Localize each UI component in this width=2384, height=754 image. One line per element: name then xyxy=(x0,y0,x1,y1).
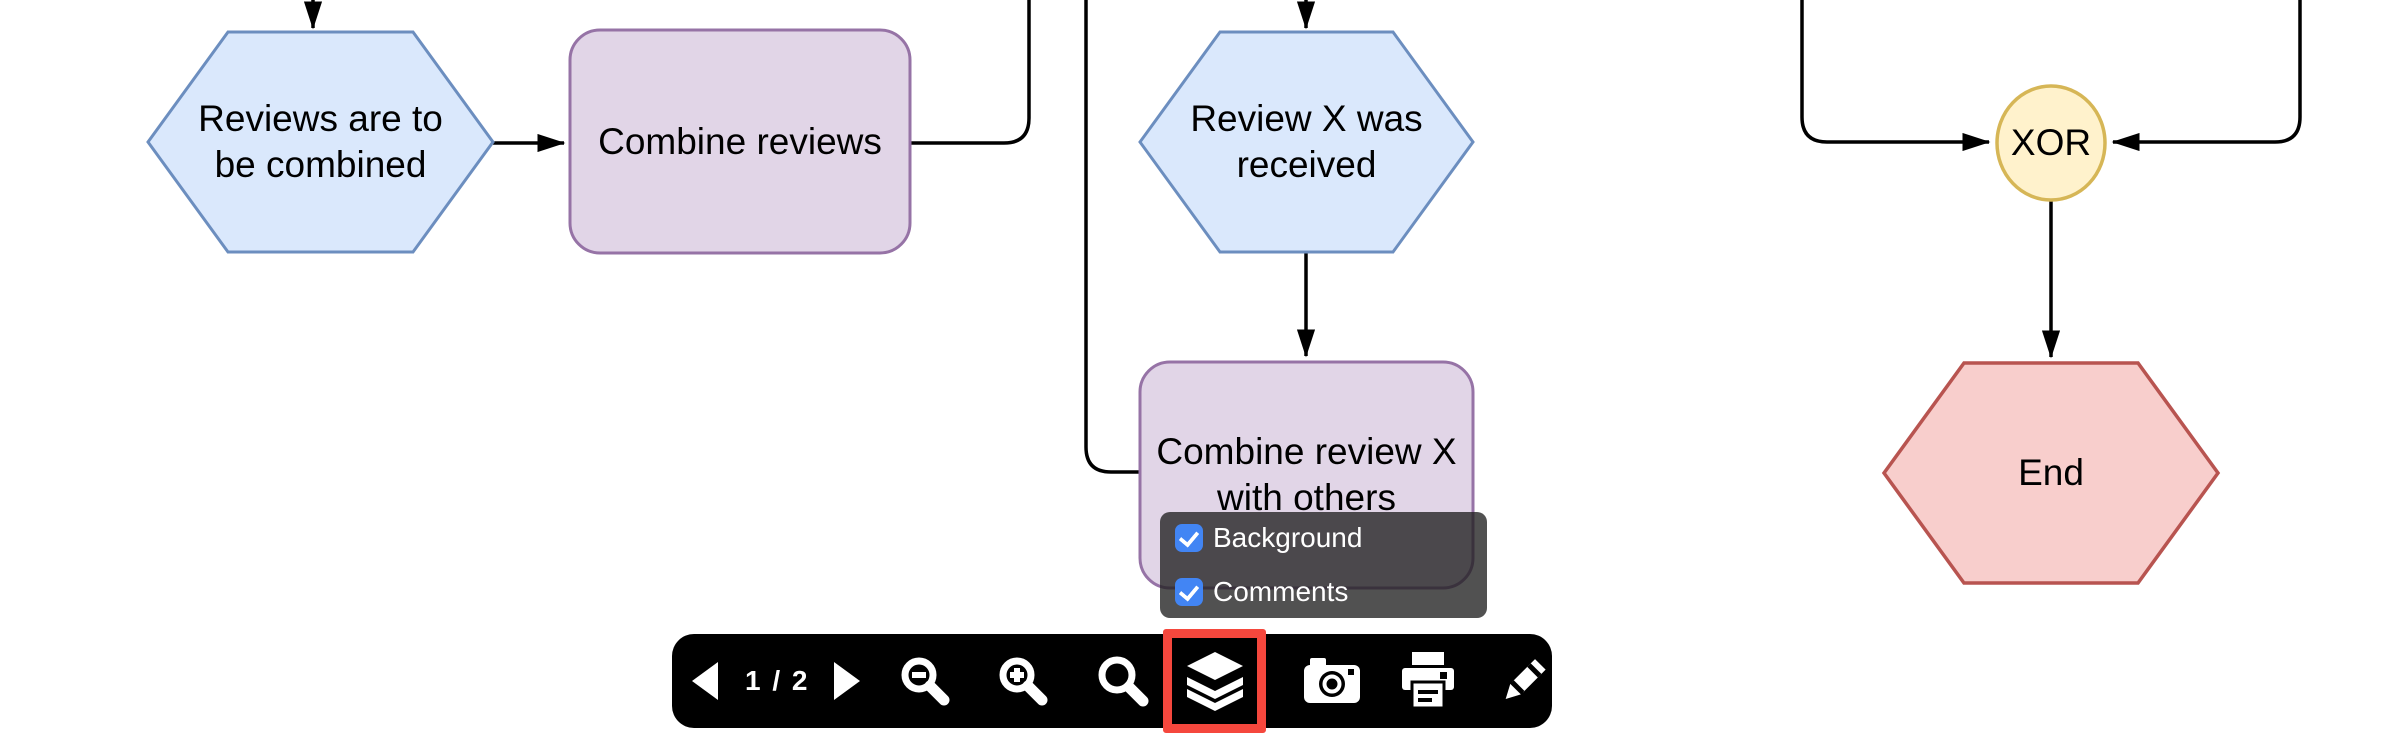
page-indicator: 1 / 2 xyxy=(745,665,810,696)
zoom-out-button[interactable] xyxy=(899,655,951,707)
pencil-icon xyxy=(1506,659,1547,700)
checkbox-checked-icon[interactable] xyxy=(1175,524,1203,552)
connector-left-to-xor xyxy=(1800,0,1991,152)
printer-icon xyxy=(1402,652,1455,710)
reset-zoom-button[interactable] xyxy=(1097,655,1149,707)
zoom-in-button[interactable] xyxy=(997,655,1049,707)
triangle-left-icon xyxy=(692,662,718,700)
lightbox-toolbar: 1 / 2 xyxy=(672,629,1552,733)
node-review-x-was-received xyxy=(1138,30,1475,254)
connector-right-to-xor xyxy=(2111,0,2302,152)
layers-icon xyxy=(1186,652,1243,711)
print-button[interactable] xyxy=(1400,652,1456,710)
previous-page-button[interactable] xyxy=(692,662,718,700)
triangle-right-icon xyxy=(834,662,861,700)
next-page-button[interactable] xyxy=(834,662,861,700)
snapshot-button[interactable] xyxy=(1304,657,1361,705)
layers-button[interactable] xyxy=(1163,629,1267,733)
edit-button[interactable] xyxy=(1496,654,1550,708)
layer-label-comments: Comments xyxy=(1213,576,1349,607)
node-reviews-are-to-be-combined xyxy=(146,30,495,254)
layer-toggle-comments[interactable]: Comments xyxy=(1175,577,1473,607)
checkbox-checked-icon[interactable] xyxy=(1175,578,1203,606)
layer-label-background: Background xyxy=(1213,522,1363,553)
zoom-out-icon xyxy=(901,657,950,706)
node-end xyxy=(1881,361,2221,585)
layers-popup: Background Comments xyxy=(1160,512,1487,618)
node-combine-reviews xyxy=(568,28,912,255)
layer-toggle-background[interactable]: Background xyxy=(1175,523,1473,553)
connector-combine-to-top xyxy=(910,0,1031,145)
camera-icon xyxy=(1304,658,1361,703)
connector-top-to-combine-x xyxy=(1084,0,1140,474)
zoom-in-icon xyxy=(999,657,1048,706)
magnifier-icon xyxy=(1098,656,1149,707)
node-xor-gateway xyxy=(1995,84,2107,202)
